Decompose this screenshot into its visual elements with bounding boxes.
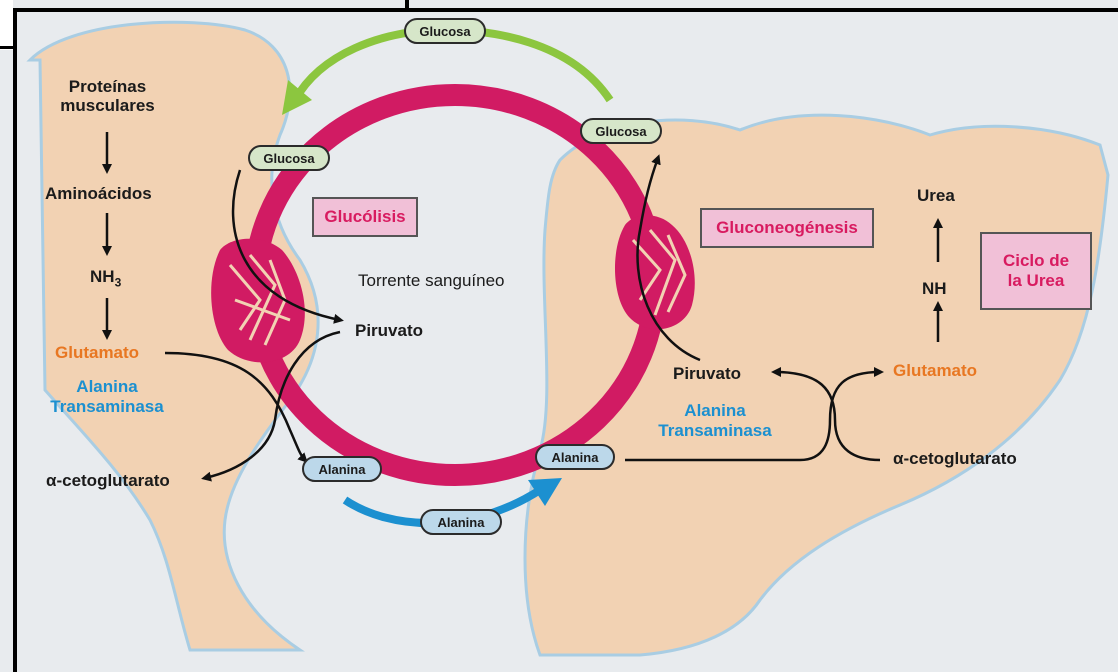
ciclo-line-2: la Urea [1008,271,1065,291]
frame-border-left [13,8,17,672]
pill-glucosa-left: Glucosa [248,145,330,171]
frame-tick [405,0,409,12]
label-piruvato-left: Piruvato [355,322,423,341]
label-alanina-transaminasa-left-1: Alanina [42,378,172,397]
frame-border-top [17,8,1118,12]
pill-alanina-left: Alanina [302,456,382,482]
box-glucolisis: Glucólisis [312,197,418,237]
label-alanina-transaminasa-right-2: Transaminasa [650,422,780,441]
box-gluconeogenesis: Gluconeogénesis [700,208,874,248]
label-proteinas-musculares: Proteínas musculares [55,78,160,115]
ciclo-line-1: Ciclo de [1003,251,1069,271]
label-glutamato-left: Glutamato [55,344,139,363]
box-ciclo-urea: Ciclo de la Urea [980,232,1092,310]
pill-alanina-bottom: Alanina [420,509,502,535]
label-torrente-sanguineo: Torrente sanguíneo [358,272,505,291]
label-alanina-transaminasa-left-2: Transaminasa [42,398,172,417]
label-alanina-transaminasa-right-1: Alanina [650,402,780,421]
frame-corner-line [0,46,17,49]
label-cetoglutarato-right: α-cetoglutarato [893,450,1017,469]
label-glutamato-right: Glutamato [893,362,977,381]
nh3-text: NH [90,267,115,286]
pill-glucosa-right: Glucosa [580,118,662,144]
label-nh-right: NH [922,280,947,299]
label-urea: Urea [917,187,955,206]
frame-corner [0,0,13,50]
pill-glucosa-top: Glucosa [404,18,486,44]
label-piruvato-right: Piruvato [673,365,741,384]
pill-alanina-right: Alanina [535,444,615,470]
label-nh3: NH3 [90,268,121,290]
label-aminoacidos: Aminoácidos [45,185,152,204]
nh3-subscript: 3 [115,275,122,289]
label-cetoglutarato-left: α-cetoglutarato [46,472,170,491]
